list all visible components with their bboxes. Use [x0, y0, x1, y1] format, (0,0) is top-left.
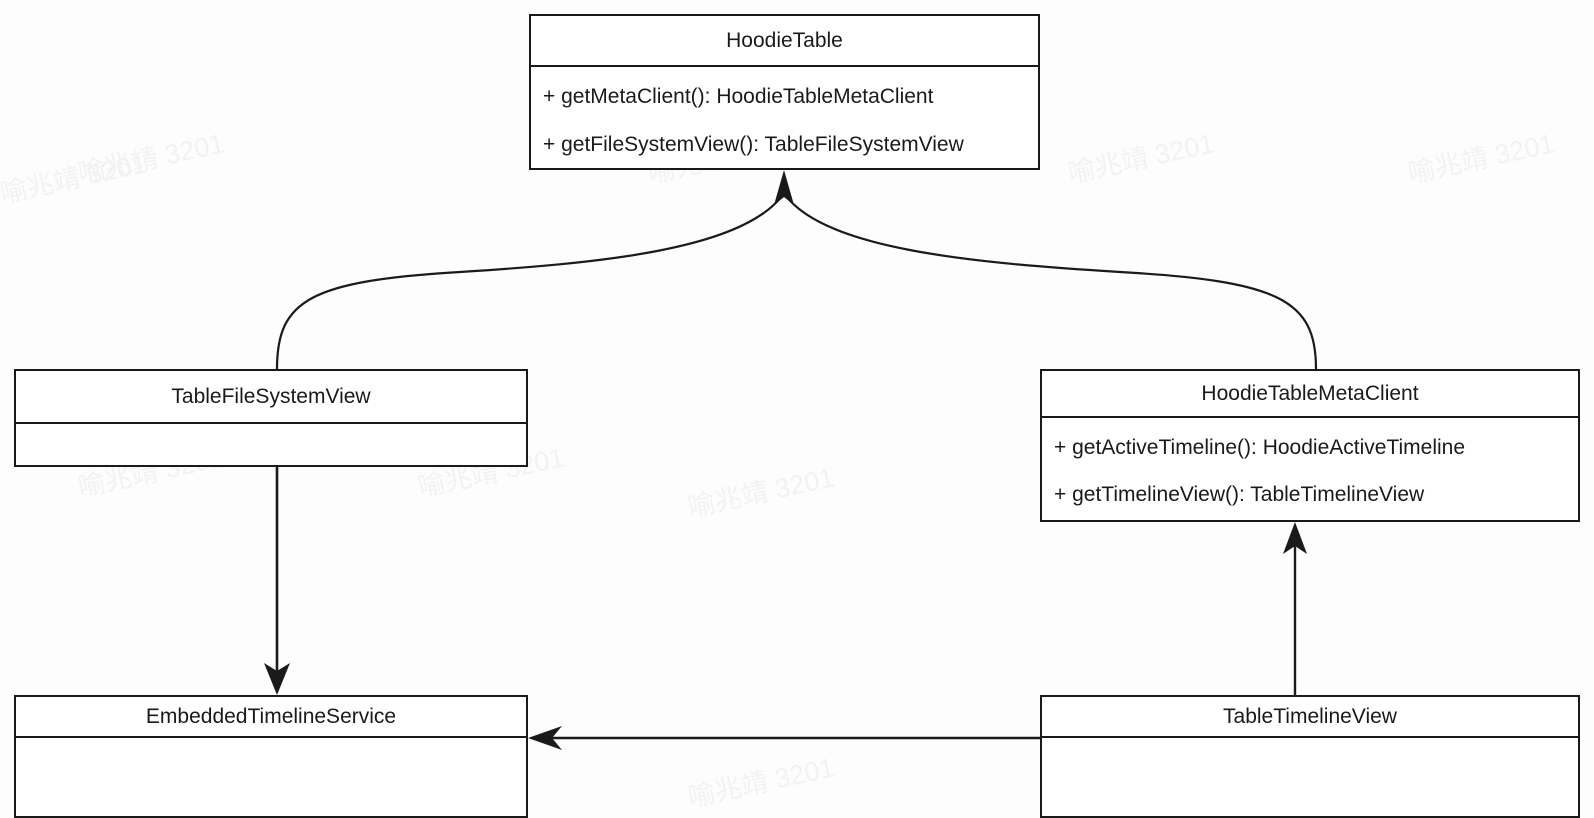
- edge-tfsv-to-hoodietable: [275, 195, 783, 370]
- watermark-text: 喻兆靖 3201: [685, 462, 837, 523]
- class-member: + getMetaClient(): HoodieTableMetaClient: [543, 84, 934, 108]
- watermark-text: 喻兆靖 3201: [685, 752, 837, 813]
- arrowhead-into-ets-right: [528, 726, 562, 750]
- class-title-hoodie-table: HoodieTable: [531, 16, 1038, 67]
- arrowhead-into-ets-top: [264, 663, 290, 695]
- arrowhead-into-htmc-bottom: [1283, 522, 1307, 554]
- class-box-hoodie-table[interactable]: HoodieTable + getMetaClient(): HoodieTab…: [529, 14, 1040, 170]
- class-box-table-timeline-view[interactable]: TableTimelineView: [1040, 695, 1580, 818]
- class-box-hoodie-table-meta-client[interactable]: HoodieTableMetaClient + getActiveTimelin…: [1040, 369, 1580, 522]
- class-members-table-timeline-view: [1042, 738, 1578, 816]
- class-box-table-file-system-view[interactable]: TableFileSystemView: [14, 369, 528, 467]
- class-title-hoodie-table-meta-client: HoodieTableMetaClient: [1042, 371, 1578, 418]
- class-members-hoodie-table: + getMetaClient(): HoodieTableMetaClient…: [531, 67, 1038, 168]
- class-member: + getActiveTimeline(): HoodieActiveTimel…: [1054, 435, 1466, 459]
- class-title-table-file-system-view: TableFileSystemView: [16, 371, 526, 424]
- watermark-text: 喻兆靖 3201: [1065, 128, 1217, 189]
- watermark-text: 喻兆靖 3201: [0, 148, 149, 209]
- class-members-embedded-timeline-service: [16, 738, 526, 816]
- class-member: + getFileSystemView(): TableFileSystemVi…: [543, 133, 964, 156]
- class-members-table-file-system-view: [16, 424, 526, 465]
- watermark-text: 喻兆靖 3201: [1405, 128, 1557, 189]
- class-title-table-timeline-view: TableTimelineView: [1042, 697, 1578, 738]
- class-title-embedded-timeline-service: EmbeddedTimelineService: [16, 697, 526, 738]
- watermark-text: 喻兆靖 3201: [75, 128, 227, 189]
- arrowhead-into-hoodietable: [774, 170, 794, 205]
- edge-htmc-to-hoodietable: [785, 195, 1318, 370]
- class-members-hoodie-table-meta-client: + getActiveTimeline(): HoodieActiveTimel…: [1042, 418, 1578, 520]
- class-box-embedded-timeline-service[interactable]: EmbeddedTimelineService: [14, 695, 528, 818]
- class-member: + getTimelineView(): TableTimelineView: [1054, 483, 1425, 506]
